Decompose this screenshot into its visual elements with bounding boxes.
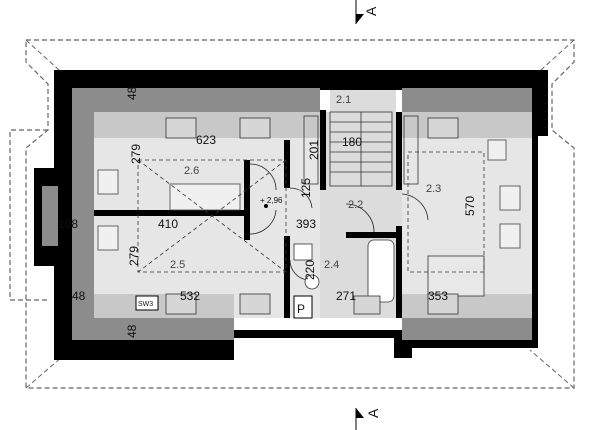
height-outlines (137, 151, 485, 273)
dim-wall-left: 48 (72, 289, 86, 303)
room-2-3: 2.3 (426, 183, 441, 195)
room-2-1: 2.1 (336, 94, 351, 106)
room-2-2: 2.2 (348, 199, 363, 211)
interior-walls (94, 110, 402, 319)
section-mark-bottom: A (355, 408, 381, 430)
dim-wall-top-left: 48 (125, 86, 139, 100)
section-label-bottom: A (365, 408, 381, 418)
sw3-label: SW3 (138, 301, 153, 308)
level-text: + 2,96 (260, 196, 283, 205)
dim-hall-height: 125 (299, 178, 313, 198)
dim-room-26-depth: 279 (129, 144, 143, 164)
sw3-box: SW3 (135, 295, 159, 311)
sloped-zones (72, 88, 532, 340)
dim-room-24-width: 271 (336, 289, 356, 303)
p-label: P (297, 302, 305, 316)
room-2-6: 2.6 (184, 165, 199, 177)
p-box: P (297, 302, 305, 316)
dim-room-23-width: 353 (428, 289, 448, 303)
room-2-4: 2.4 (324, 259, 339, 271)
bathroom-fixtures (293, 239, 485, 303)
door-swings (249, 163, 429, 281)
dim-room-26-width: 623 (196, 133, 216, 147)
dim-hall-width: 393 (296, 217, 316, 231)
staircase (303, 111, 419, 187)
dim-bath-width: 220 (303, 260, 317, 280)
level-marker: + 2,96 (260, 196, 283, 208)
dim-stair-depth: 201 (307, 140, 321, 160)
room-2-5: 2.5 (170, 259, 185, 271)
left-dormer-outline (9, 129, 48, 301)
dim-room-25-width: 532 (180, 289, 200, 303)
section-label-top: A (363, 6, 379, 16)
furniture (97, 139, 521, 251)
dim-room-25-depth: 279 (127, 246, 141, 266)
section-mark-top: A (355, 0, 379, 24)
roof-windows (165, 117, 459, 315)
ceiling-band (94, 112, 532, 318)
dim-corridor-width: 410 (158, 217, 178, 231)
dim-wall-bottom-left: 48 (125, 324, 139, 338)
dim-stair-width: 180 (342, 135, 362, 149)
dim-dormer-width: 108 (58, 217, 78, 231)
dim-room-23-depth: 570 (463, 196, 477, 216)
